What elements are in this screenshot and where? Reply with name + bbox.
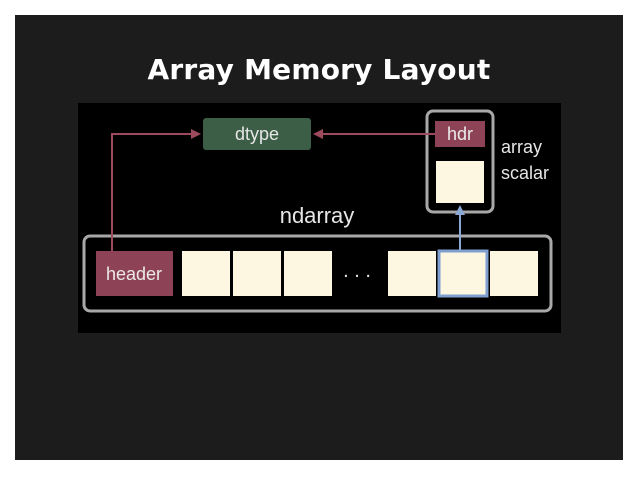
data-cell — [182, 251, 230, 296]
header-label: header — [106, 264, 162, 284]
data-cell — [284, 251, 332, 296]
dtype-label: dtype — [235, 124, 279, 144]
header-box — [96, 251, 173, 296]
highlighted-data-cell — [437, 249, 489, 298]
hdr-label: hdr — [447, 124, 473, 144]
scalar-data-cell — [436, 161, 484, 203]
data-cell — [388, 251, 436, 296]
ndarray-container — [82, 234, 553, 313]
hdr-box — [435, 121, 485, 147]
slide: Array Memory Layout dtype hdr array scal… — [15, 15, 623, 460]
ndarray-label: ndarray — [280, 203, 355, 228]
dtype-box — [203, 118, 311, 150]
array-memory-diagram: dtype hdr array scalar ndarray header . … — [82, 109, 553, 313]
array-scalar-label-line2: scalar — [501, 163, 549, 183]
ellipsis: . . . — [343, 260, 371, 282]
data-cell — [233, 251, 281, 296]
data-cell — [490, 251, 538, 296]
slide-title: Array Memory Layout — [147, 53, 491, 86]
array-scalar-label-line1: array — [501, 137, 542, 157]
header-to-dtype-arrow — [111, 129, 201, 251]
